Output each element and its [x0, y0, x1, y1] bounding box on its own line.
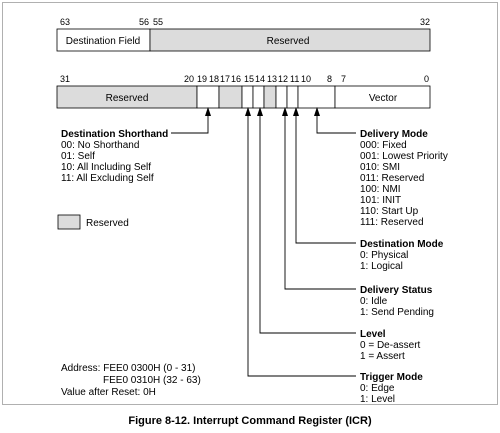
destination-mode-leader — [295, 108, 356, 244]
destination-mode-item: 0: Physical — [360, 250, 408, 261]
delivery-status-title: Delivery Status — [360, 285, 433, 296]
shorthand-arrowhead — [205, 107, 211, 116]
delivery-mode-bits — [297, 85, 336, 109]
delivery-status-item: 0: Idle — [360, 296, 388, 307]
delivery-status-arrowhead — [282, 107, 288, 116]
legend-reserved-label: Reserved — [86, 218, 129, 229]
bit-label-7: 7 — [341, 74, 346, 84]
delivery-mode-item: 000: Fixed — [360, 140, 407, 151]
trigger-mode-item: 1: Level — [360, 394, 395, 405]
bit-label-56: 56 — [139, 17, 149, 27]
lower-reserved-label: Reserved — [106, 93, 149, 104]
bit-label-14: 14 — [255, 74, 265, 84]
address-line-1: Address: FEE0 0300H (0 - 31) — [61, 363, 196, 374]
delivery-mode-item: 001: Lowest Priority — [360, 151, 448, 162]
level-arrowhead — [257, 107, 263, 116]
bit-label-13: 13 — [267, 74, 277, 84]
reserved-bit-13 — [263, 85, 277, 109]
destination-mode-bit — [286, 85, 299, 109]
destination-mode-arrowhead — [293, 107, 299, 116]
bit-label-16: 16 — [231, 74, 241, 84]
bit-label-32: 32 — [420, 17, 430, 27]
destination-shorthand-item: 00: No Shorthand — [61, 140, 139, 151]
bit-label-63: 63 — [60, 17, 70, 27]
upper-reserved-box — [149, 28, 431, 52]
delivery-mode-item: 100: NMI — [360, 184, 401, 195]
destination-mode-item: 1: Logical — [360, 261, 403, 272]
delivery-mode-arrowhead — [314, 107, 320, 116]
bit-label-12: 12 — [278, 74, 288, 84]
shorthand-leader — [171, 108, 209, 134]
destination-shorthand-title: Destination Shorthand — [61, 129, 168, 140]
vector-box — [334, 85, 431, 109]
destination-shorthand-bits — [196, 85, 220, 109]
delivery-mode-item: 010: SMI — [360, 162, 400, 173]
destination-shorthand-item: 01: Self — [61, 151, 95, 162]
bit-label-19: 19 — [197, 74, 207, 84]
level-item: 0 = De-assert — [360, 340, 421, 351]
level-title: Level — [360, 329, 386, 340]
bit-label-31: 31 — [60, 74, 70, 84]
delivery-mode-title: Delivery Mode — [360, 129, 428, 140]
delivery-status-bit — [275, 85, 288, 109]
level-item: 1 = Assert — [360, 351, 405, 362]
bit-label-55: 55 — [153, 17, 163, 27]
bit-label-10: 10 — [301, 74, 311, 84]
trigger-mode-title: Trigger Mode — [360, 372, 423, 383]
legend-reserved-swatch — [57, 214, 81, 230]
delivery-status-leader — [284, 108, 356, 290]
trigger-mode-item: 0: Edge — [360, 383, 395, 394]
bit-label-17: 17 — [220, 74, 230, 84]
destination-mode-title: Destination Mode — [360, 239, 444, 250]
bit-label-11: 11 — [290, 74, 299, 84]
destination-shorthand-item: 10: All Including Self — [61, 162, 151, 173]
bit-label-0: 0 — [424, 74, 429, 84]
level-leader — [259, 108, 356, 334]
figure-caption: Figure 8-12. Interrupt Command Register … — [128, 415, 372, 427]
delivery-mode-item: 110: Start Up — [360, 206, 419, 217]
trigger-mode-leader — [247, 108, 356, 377]
vector-label: Vector — [369, 93, 398, 104]
bit-label-18: 18 — [209, 74, 219, 84]
reset-value: Value after Reset: 0H — [61, 387, 156, 398]
delivery-mode-item: 011: Reserved — [360, 173, 424, 184]
bit-label-8: 8 — [327, 74, 332, 84]
address-line-2: FEE0 0310H (32 - 63) — [103, 375, 201, 386]
bit-label-20: 20 — [184, 74, 194, 84]
reserved-bits-17-16 — [218, 85, 243, 109]
delivery-status-item: 1: Send Pending — [360, 307, 434, 318]
delivery-mode-item: 111: Reserved — [360, 217, 424, 228]
bit-label-15: 15 — [244, 74, 254, 84]
figure-border — [2, 2, 498, 405]
delivery-mode-item: 101: INIT — [360, 195, 401, 206]
level-bit — [252, 85, 265, 109]
destination-shorthand-item: 11: All Excluding Self — [61, 173, 154, 184]
upper-reserved-label: Reserved — [267, 36, 310, 47]
destination-field-label: Destination Field — [66, 36, 140, 47]
trigger-mode-arrowhead — [245, 107, 251, 116]
delivery-mode-leader — [316, 108, 356, 134]
trigger-mode-bit — [241, 85, 254, 109]
